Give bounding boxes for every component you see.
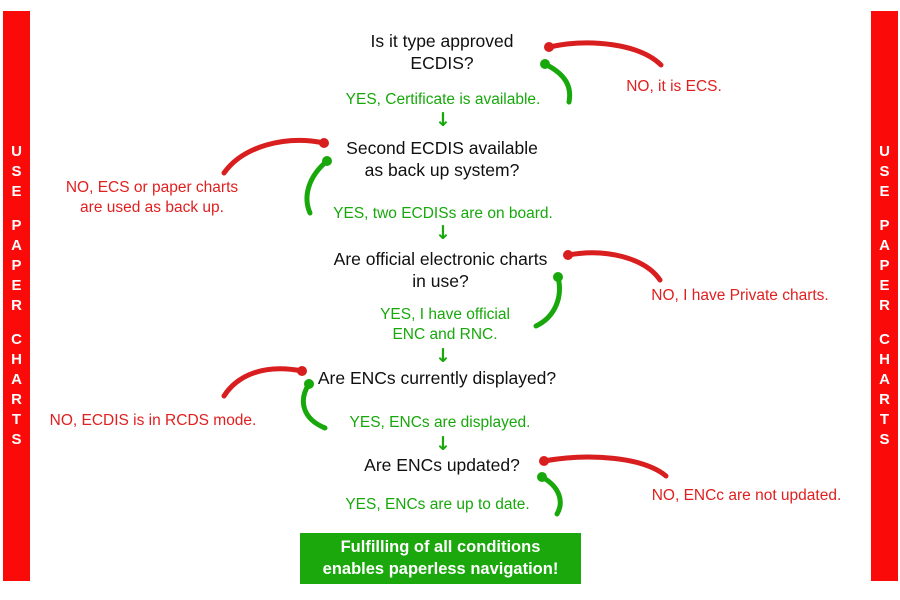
arrow-down-icon: ↓: [435, 345, 451, 367]
banner-word-charts: C H A R T S: [879, 330, 890, 450]
banner-letter: E: [11, 183, 22, 200]
right-paper-charts-banner: U S E P A P E R C H A R T S: [871, 11, 898, 581]
yes-two-ecdis-on-board: YES, two ECDISs are on board.: [333, 205, 553, 222]
banner-word-paper: P A P E R: [11, 216, 22, 316]
banner-letter: R: [11, 391, 22, 408]
banner-letter: U: [11, 143, 22, 160]
banner-letter: S: [879, 431, 890, 448]
banner-letter: E: [11, 277, 22, 294]
banner-letter: P: [11, 257, 22, 274]
question-encs-currently-displayed: Are ENCs currently displayed?: [317, 368, 557, 388]
banner-letter: P: [879, 257, 890, 274]
no-ecdis-in-rcds-mode: NO, ECDIS is in RCDS mode.: [49, 412, 257, 429]
edge-dot-q4-no: [297, 366, 307, 376]
edge-q2-no: [221, 138, 327, 176]
question-encs-updated: Are ENCs updated?: [364, 455, 520, 475]
banner-word-use: U S E: [11, 142, 22, 202]
banner-letter: C: [879, 331, 890, 348]
banner-letter: A: [11, 237, 22, 254]
arrow-down-icon: ↓: [435, 222, 451, 244]
banner-letter: A: [879, 371, 890, 388]
edge-q3-no: [565, 250, 663, 283]
arrow-down-icon: ↓: [435, 109, 451, 131]
banner-letter: A: [879, 237, 890, 254]
no-ecs-or-paper-charts-backup: NO, ECS or paper charts are used as back…: [65, 179, 239, 216]
edge-dot-q3-no: [563, 250, 573, 260]
edge-q4-yes: [300, 381, 328, 431]
no-encs-not-updated: NO, ENCc are not updated.: [651, 487, 842, 504]
edge-q4-no: [221, 366, 305, 399]
edge-dot-q5-no: [539, 456, 549, 466]
yes-encs-are-displayed: YES, ENCs are displayed.: [349, 414, 531, 431]
banner-letter: R: [879, 297, 890, 314]
banner-letter: A: [11, 371, 22, 388]
banner-letter: R: [11, 297, 22, 314]
edge-dot-q2-no: [319, 138, 329, 148]
edge-dot-q5-yes: [537, 472, 547, 482]
banner-letter: H: [11, 351, 22, 368]
question-second-ecdis-backup: Second ECDIS available as back up system…: [346, 138, 538, 181]
arrow-down-icon: ↓: [435, 433, 451, 455]
banner-letter: H: [879, 351, 890, 368]
banner-word-paper: P A P E R: [879, 216, 890, 316]
banner-letter: U: [879, 143, 890, 160]
edge-q1-no: [546, 40, 664, 68]
banner-letter: R: [879, 391, 890, 408]
no-it-is-ecs: NO, it is ECS.: [626, 78, 722, 95]
banner-word-charts: C H A R T S: [11, 330, 22, 450]
banner-letter: C: [11, 331, 22, 348]
banner-letter: S: [11, 163, 22, 180]
edge-q5-no: [541, 454, 669, 479]
edge-dot-q1-no: [544, 42, 554, 52]
banner-letter: P: [879, 217, 890, 234]
banner-letter: T: [11, 411, 22, 428]
banner-letter: T: [879, 411, 890, 428]
banner-word-use: U S E: [879, 142, 890, 202]
yes-encs-up-to-date: YES, ENCs are up to date.: [345, 496, 530, 513]
banner-letter: S: [11, 431, 22, 448]
banner-letter: E: [879, 277, 890, 294]
banner-letter: P: [11, 217, 22, 234]
left-paper-charts-banner: U S E P A P E R C H A R T S: [3, 11, 30, 581]
banner-letter: S: [879, 163, 890, 180]
banner-letter: E: [879, 183, 890, 200]
yes-official-enc-and-rnc: YES, I have official ENC and RNC.: [380, 306, 510, 343]
question-official-electronic-charts: Are official electronic charts in use?: [333, 249, 548, 292]
edge-dot-q2-yes: [322, 156, 332, 166]
no-private-charts: NO, I have Private charts.: [651, 287, 829, 304]
yes-certificate-available: YES, Certificate is available.: [345, 91, 541, 108]
result-paperless-navigation-box: Fulfilling of all conditions enables pap…: [300, 533, 581, 584]
question-is-type-approved-ecdis: Is it type approved ECDIS?: [370, 31, 514, 74]
edge-dot-q1-yes: [540, 59, 550, 69]
